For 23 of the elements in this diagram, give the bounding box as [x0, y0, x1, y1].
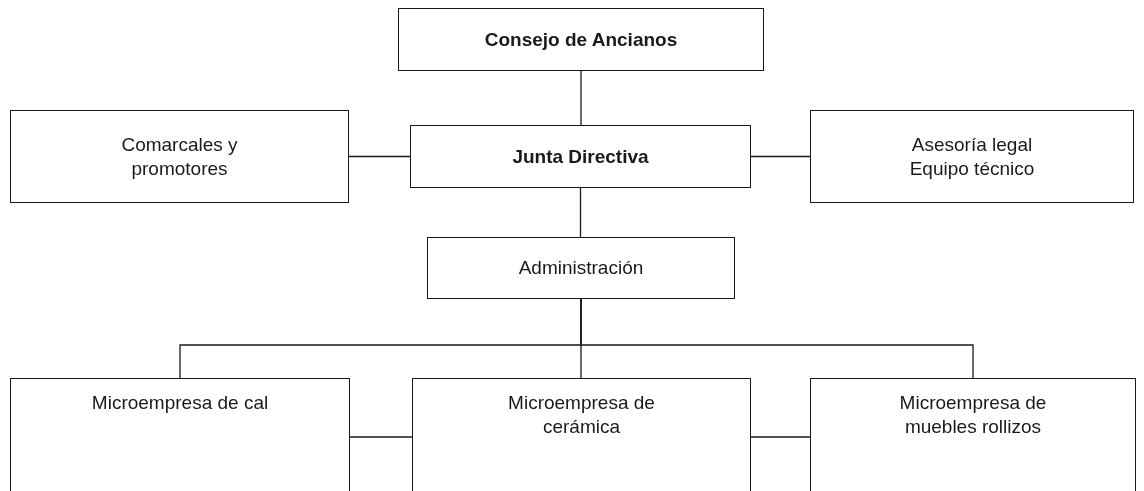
- box-label: Junta Directiva: [512, 144, 649, 169]
- box-label: Administración: [518, 256, 644, 280]
- box-label: Microempresa de muebles rollizos: [898, 391, 1048, 439]
- org-box: [398, 8, 764, 71]
- org-box: [10, 378, 350, 491]
- org-box: [412, 378, 751, 491]
- box-label: Asesoría legal Equipo técnico: [908, 132, 1036, 181]
- connector-line: [580, 298, 974, 379]
- org-box: [10, 110, 349, 203]
- org-box: [427, 237, 735, 299]
- box-label: Comarcales y promotores: [120, 132, 239, 181]
- connector-line: [580, 70, 582, 126]
- org-box: [810, 378, 1136, 491]
- connector-line: [750, 155, 811, 158]
- connector-line: [349, 436, 413, 438]
- connector-line: [348, 155, 411, 158]
- org-box: [810, 110, 1134, 203]
- box-label: Microempresa de cerámica: [507, 391, 656, 439]
- connector-line: [750, 436, 811, 438]
- connector-line: [579, 187, 582, 238]
- org-box: [410, 125, 751, 188]
- box-label: Consejo de Ancianos: [484, 27, 678, 52]
- box-label: Microempresa de cal: [91, 391, 269, 415]
